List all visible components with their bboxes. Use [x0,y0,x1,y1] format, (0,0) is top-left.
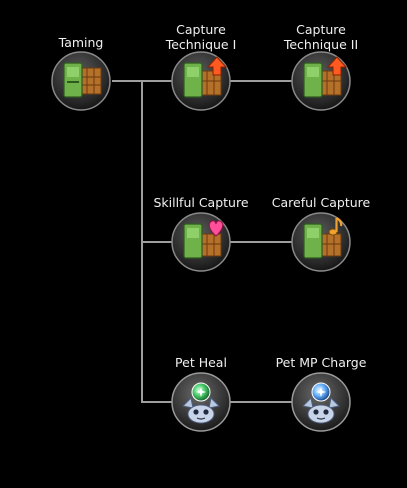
skill-careful-capture-label: Careful Capture [271,195,371,210]
skill-taming-label: Taming [58,35,104,50]
connector-petheal-to-mpcharge [230,401,292,403]
taming-book-icon[interactable] [51,51,111,111]
taming-book-icon-svg [51,51,111,111]
pet-heal-green-orb-icon[interactable] [171,372,231,432]
connector-skillful-to-careful [230,241,292,243]
skill-capture-technique-2-label: Capture Technique II [283,22,359,52]
pet-mp-blue-orb-icon[interactable] [291,372,351,432]
capture-technique-2-icon-svg [291,51,351,111]
connector-trunk-to-petheal [141,401,173,403]
capture-book-up-arrow-icon[interactable] [171,51,231,111]
connector-capture1-to-capture2 [230,80,292,82]
careful-capture-icon-svg [291,212,351,272]
skill-skillful-capture-label: Skillful Capture [153,195,249,210]
skill-capture-technique-1-label: Capture Technique I [165,22,237,52]
capture-book-music-note-icon[interactable] [291,212,351,272]
pet-mp-charge-icon-svg [291,372,351,432]
connector-trunk-to-skillful [141,241,173,243]
capture-book-heart-icon[interactable] [171,212,231,272]
skill-pet-heal-label: Pet Heal [175,355,227,370]
capture-technique-1-icon-svg [171,51,231,111]
capture-book-up-arrow-icon[interactable] [291,51,351,111]
pet-heal-icon-svg [171,372,231,432]
skillful-capture-icon-svg [171,212,231,272]
skill-pet-mp-charge-label: Pet MP Charge [275,355,367,370]
